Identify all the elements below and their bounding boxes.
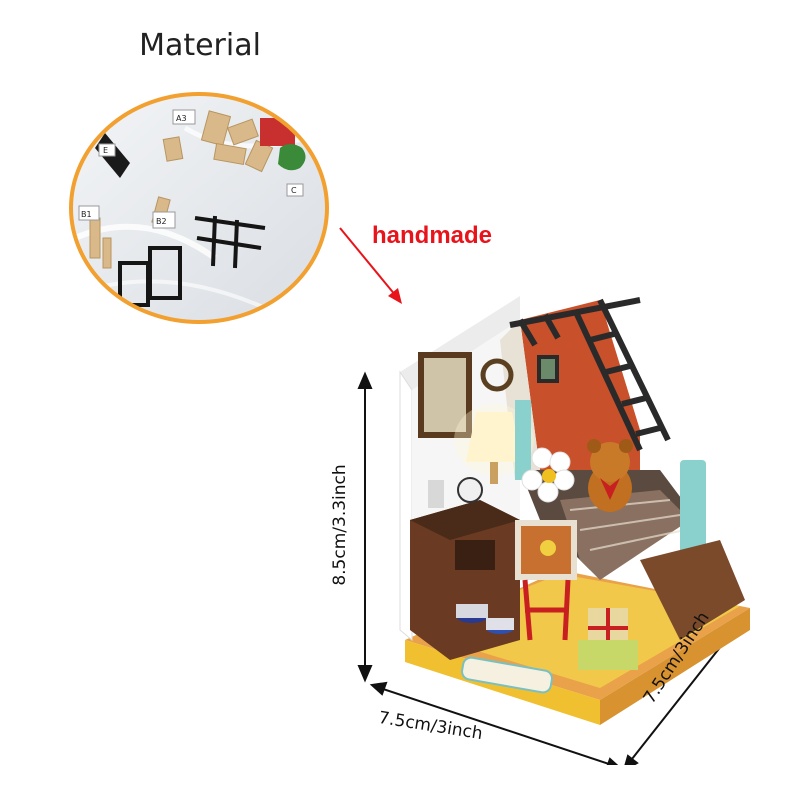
miniature-bedroom-photo <box>357 296 750 765</box>
packet-tag-e: E <box>103 146 108 155</box>
handmade-label: handmade <box>372 222 493 249</box>
material-title: Material <box>139 28 261 63</box>
packet-tag-a3: A3 <box>176 114 187 123</box>
packet-tag-b2: B2 <box>156 217 167 226</box>
material-photo: A3 E B1 B2 C <box>69 92 329 324</box>
height-dimension-label: 8.5cm/3.3inch <box>330 464 350 586</box>
packet-tag-b1: B1 <box>81 210 92 219</box>
red-arrow-icon <box>339 227 402 304</box>
packet-tag-c: C <box>291 186 297 195</box>
